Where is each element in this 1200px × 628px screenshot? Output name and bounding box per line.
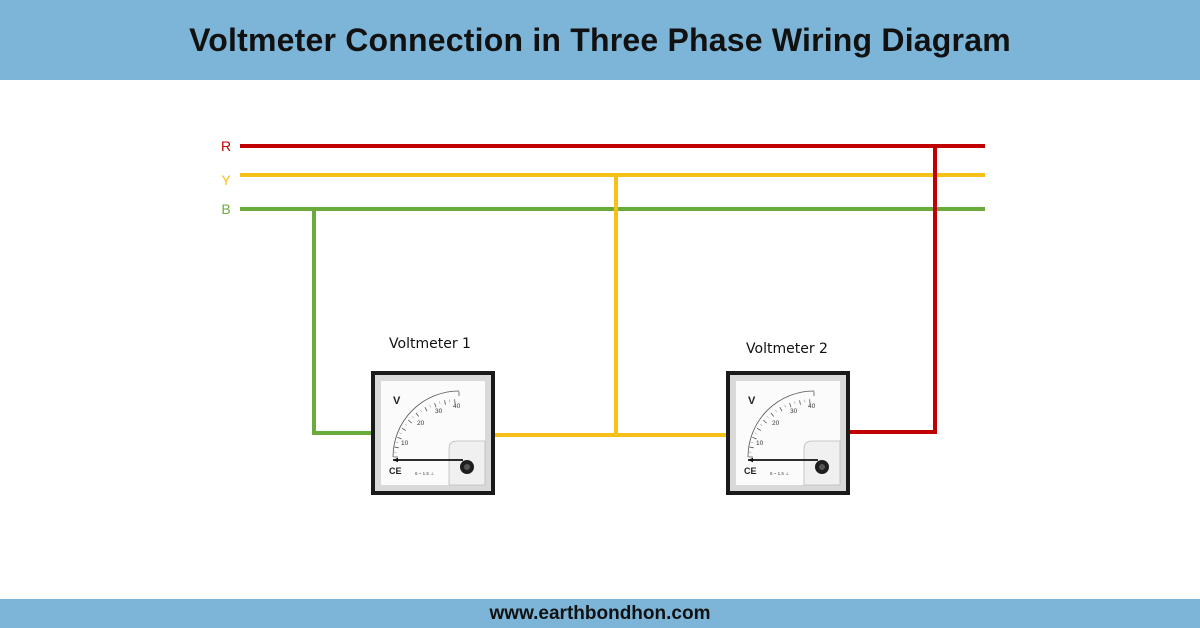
dial-scale-20: 20 (772, 420, 780, 427)
phase-label-r: R (221, 138, 231, 154)
dial-scale-40: 40 (808, 403, 816, 410)
dial-scale-30: 30 (435, 408, 443, 415)
dial-scale-40: 40 (453, 403, 461, 410)
footer-banner: www.earthbondhon.com (0, 599, 1200, 628)
phase-label-y: Y (221, 172, 231, 188)
dial-spec: 6 ~ 1.5 ⊥ (415, 471, 434, 476)
b-phase-to-voltmeter-1-wire (312, 209, 371, 435)
dial-scale-10: 10 (401, 440, 409, 447)
dial-scale-20: 20 (417, 420, 425, 427)
voltmeter-1-label: Voltmeter 1 (389, 336, 471, 352)
phase-label-b: B (221, 201, 230, 217)
dial-scale-10: 10 (756, 440, 764, 447)
dial-scale-30: 30 (790, 408, 798, 415)
voltmeter-1: V 10 20 30 40 CE 6 ~ 1.5 ⊥ (370, 370, 496, 496)
dial-unit-label: V (393, 395, 401, 407)
ce-mark: CE (389, 466, 402, 476)
r-phase-to-voltmeter-2-wire (850, 146, 937, 434)
dial-spec: 6 ~ 1.5 ⊥ (770, 471, 789, 476)
voltmeter-2-label: Voltmeter 2 (746, 341, 828, 357)
dial-unit-label: V (748, 395, 756, 407)
page-title: Voltmeter Connection in Three Phase Wiri… (189, 21, 1011, 58)
website-url: www.earthbondhon.com (489, 602, 711, 624)
ce-mark: CE (744, 466, 757, 476)
voltmeter-2: V 10 20 30 40 CE 6 ~ 1.5 ⊥ (725, 370, 851, 496)
title-banner: Voltmeter Connection in Three Phase Wiri… (0, 0, 1200, 80)
